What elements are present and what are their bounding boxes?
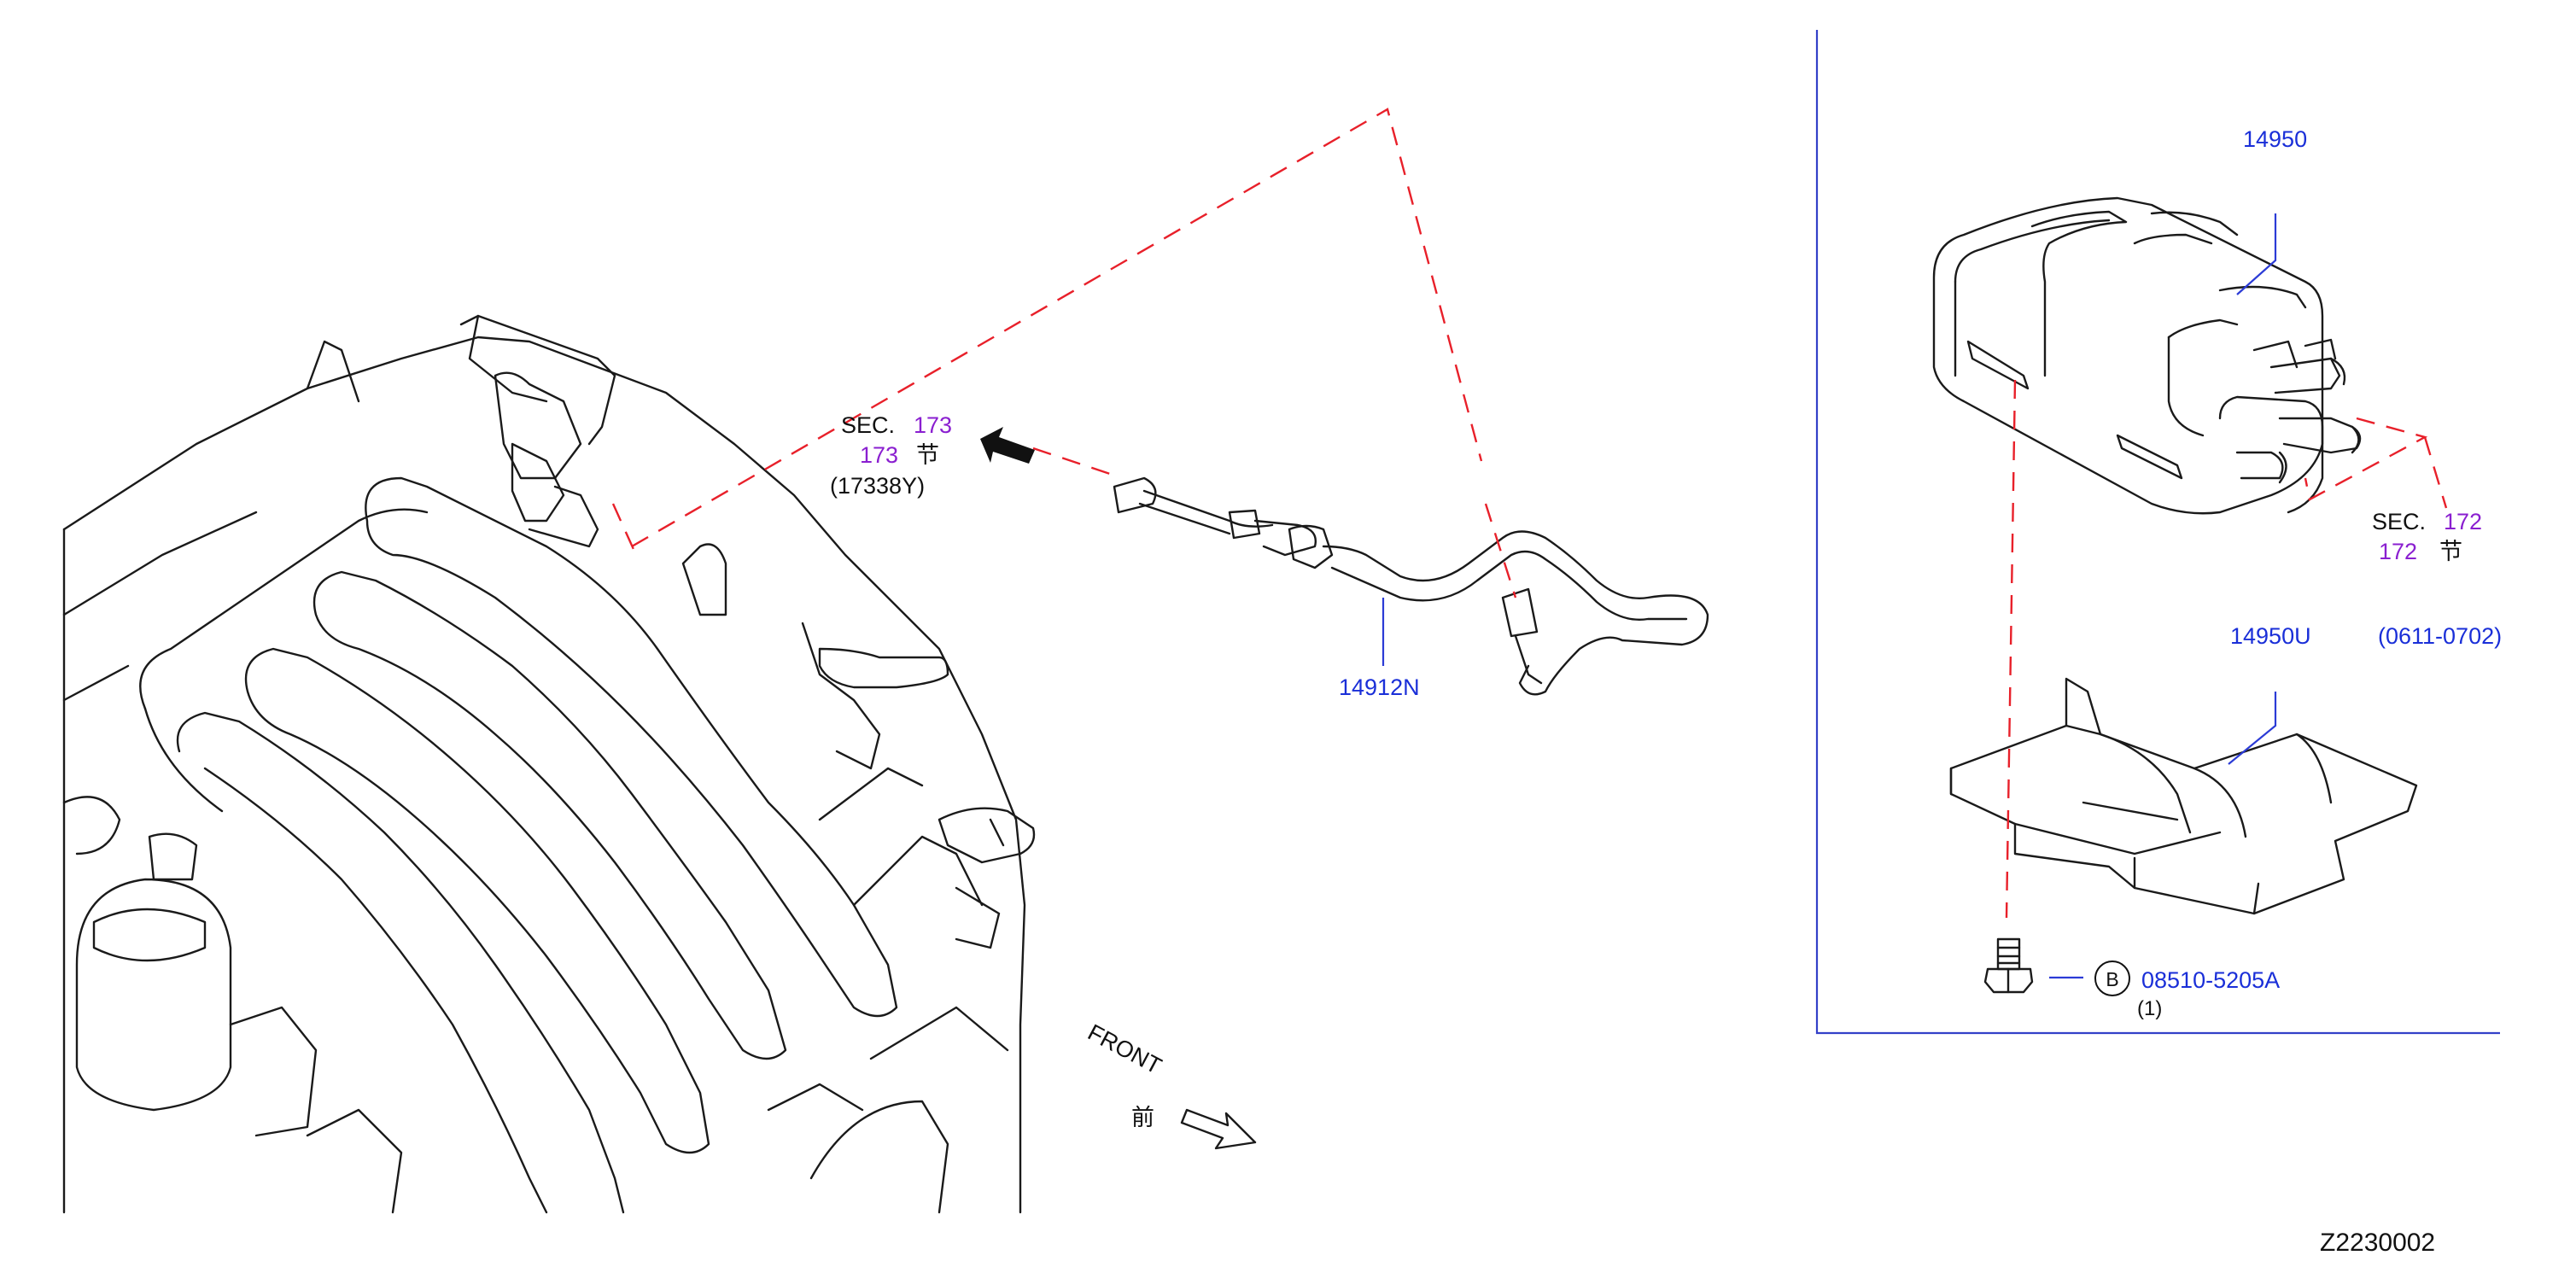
front-label: FRONT — [1084, 1019, 1165, 1079]
bolt-badge-circle-icon — [2094, 960, 2130, 996]
sec173-ref-top[interactable]: 173 — [914, 412, 952, 438]
sec173-part-number: (17338Y) — [830, 473, 925, 499]
front-cjk-label: 前 — [1131, 1105, 1154, 1130]
canister-bracket-14950u-illustration — [1949, 677, 2418, 915]
sec173-ref-bottom[interactable]: 173 — [860, 442, 898, 468]
leader-lines — [1381, 213, 2277, 979]
front-indicator: FRONT 前 — [1084, 1019, 1165, 1130]
sec172-ref-bottom[interactable]: 172 — [2379, 539, 2417, 564]
hose-14912n-illustration — [1113, 476, 1709, 696]
sec173-cjk: 节 — [916, 442, 939, 468]
engine-intake-manifold-illustration — [62, 314, 1036, 1214]
label-08510-5205a[interactable]: 08510-5205A — [2141, 967, 2280, 993]
callout-sec173[interactable]: SEC. 173 173 节 (17338Y) — [830, 412, 952, 499]
label-14912n[interactable]: 14912N — [1339, 674, 1420, 700]
sec173-direction-arrow-icon — [980, 427, 1035, 464]
dashed-guide-lines — [611, 108, 2448, 919]
bolt-illustration — [1983, 937, 2034, 994]
label-14950[interactable]: 14950 — [2243, 126, 2307, 152]
sec172-cjk: 节 — [2439, 539, 2462, 564]
front-arrow-icon — [1180, 1108, 1257, 1150]
label-14950u-date-range: (0611-0702) — [2378, 623, 2502, 649]
diagram-code: Z2230002 — [2320, 1229, 2435, 1257]
sec172-prefix: SEC. — [2372, 509, 2426, 534]
callout-sec172[interactable]: SEC. 172 172 节 — [2372, 509, 2482, 564]
evap-canister-14950-illustration — [1932, 196, 2362, 515]
bolt-badge-letter: B — [2106, 968, 2118, 990]
bolt-quantity: (1) — [2137, 997, 2162, 1020]
canister-section-frame — [1815, 30, 2500, 1035]
sec173-prefix: SEC. — [841, 412, 895, 438]
label-14950u[interactable]: 14950U — [2230, 623, 2311, 649]
sec172-ref-top[interactable]: 172 — [2444, 509, 2482, 534]
callout-bolt[interactable]: B 08510-5205A (1) — [2094, 960, 2280, 1020]
